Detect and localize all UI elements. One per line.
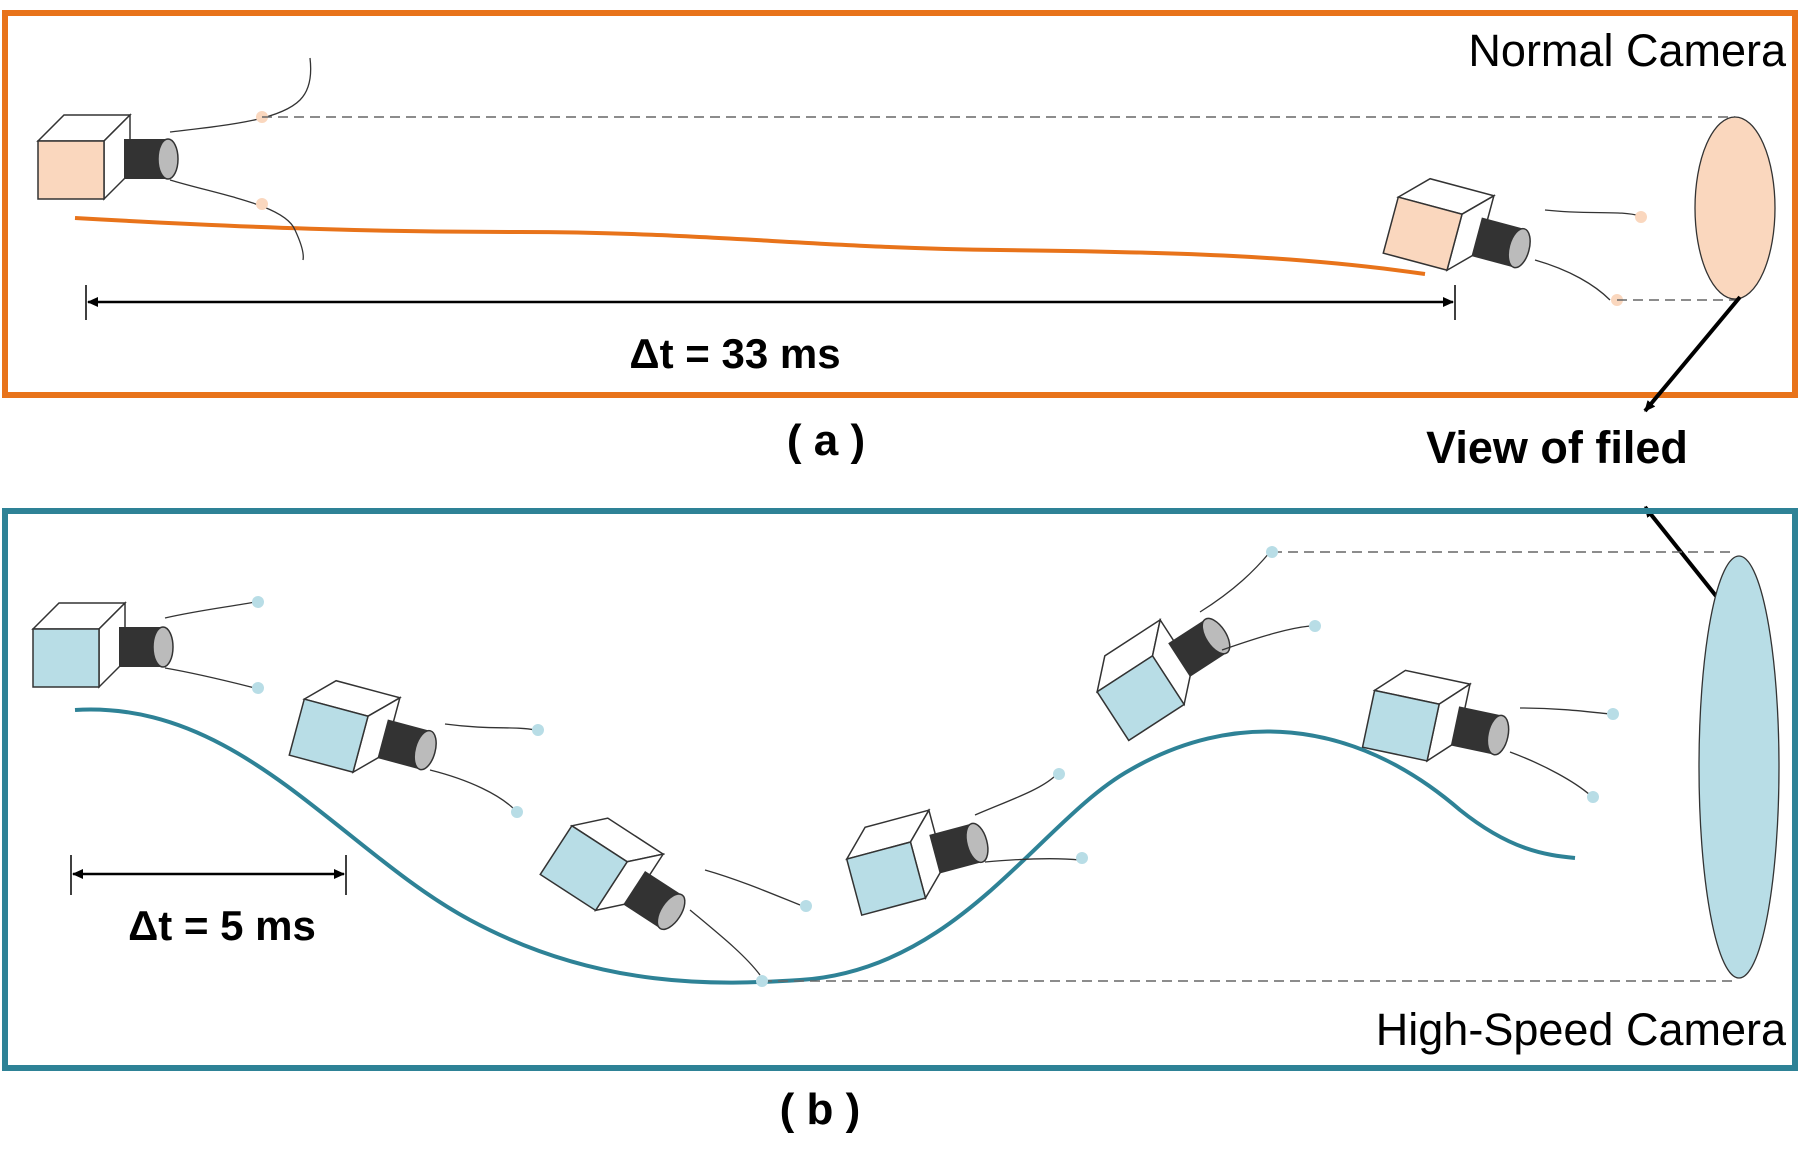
panel-a-view-line xyxy=(169,57,312,133)
panel-a-view-line xyxy=(1534,259,1611,301)
panel-b-ray-point xyxy=(1309,620,1321,632)
panel-b-caption: ( b ) xyxy=(780,1085,861,1134)
panel-b-camera-2 xyxy=(288,679,437,774)
panel-a-frame xyxy=(2,10,1798,398)
panel-b-ray-point xyxy=(1266,546,1278,558)
panel-a-camera-1 xyxy=(36,113,179,201)
panel-b-ray-point xyxy=(252,682,264,694)
panel-b: High-Speed Camera xyxy=(2,508,1798,1071)
panel-a-view-line xyxy=(1544,209,1641,217)
panel-b-camera-6 xyxy=(1361,669,1510,763)
panel-b-view-line xyxy=(704,869,801,906)
panel-b-ray-point xyxy=(1076,852,1088,864)
panel-b-view-line xyxy=(1509,751,1591,796)
panel-a-caption: ( a ) xyxy=(787,416,865,465)
panel-b-view-line xyxy=(1519,707,1611,715)
panel-b-camera-5 xyxy=(1096,617,1231,742)
panel-b-ray-point xyxy=(1587,791,1599,803)
panel-b-ray-point xyxy=(800,900,812,912)
panel-a-title: Normal Camera xyxy=(1468,25,1787,76)
panel-b-view-line xyxy=(689,909,761,976)
panel-b-camera-4 xyxy=(845,808,989,917)
panel-b-camera-3 xyxy=(539,817,686,931)
panel-b-ray-point xyxy=(1053,768,1065,780)
panel-b-view-line xyxy=(974,775,1056,816)
fov-arrow-up xyxy=(1643,295,1742,413)
panel-b-trajectory xyxy=(74,707,1576,985)
panel-a-trajectory xyxy=(74,216,1426,276)
panel-a-camera-2 xyxy=(1382,177,1531,272)
panel-a-ray-point xyxy=(1635,211,1647,223)
panel-b-view-line xyxy=(429,769,516,811)
panel-b-view-line xyxy=(444,723,536,731)
panel-b-view-line xyxy=(1199,551,1271,613)
panel-b-view-line xyxy=(1221,625,1311,651)
panel-b-frame xyxy=(2,508,1798,1071)
panel-a-ray-point xyxy=(256,198,268,210)
panel-b-ray-point xyxy=(756,975,768,987)
panel-a-fov-ellipse xyxy=(1694,116,1776,300)
panel-b-ray-point xyxy=(252,596,264,608)
panel-b-ray-point xyxy=(511,806,523,818)
panel-a: Normal Camera xyxy=(2,10,1798,398)
panel-b-interval-label: Δt = 5 ms xyxy=(128,902,316,949)
panel-b-camera-1 xyxy=(31,601,174,689)
panel-b-ray-point xyxy=(532,724,544,736)
panel-b-view-line xyxy=(164,601,256,619)
panel-b-view-line xyxy=(164,667,256,689)
panel-a-view-line xyxy=(169,179,304,261)
panel-b-view-line xyxy=(984,858,1081,863)
fov-label: View of filed xyxy=(1426,422,1688,473)
panel-b-title: High-Speed Camera xyxy=(1376,1004,1787,1055)
panel-b-fov-ellipse xyxy=(1698,555,1780,979)
panel-a-interval-label: Δt = 33 ms xyxy=(629,330,840,377)
panel-b-ray-point xyxy=(1607,708,1619,720)
